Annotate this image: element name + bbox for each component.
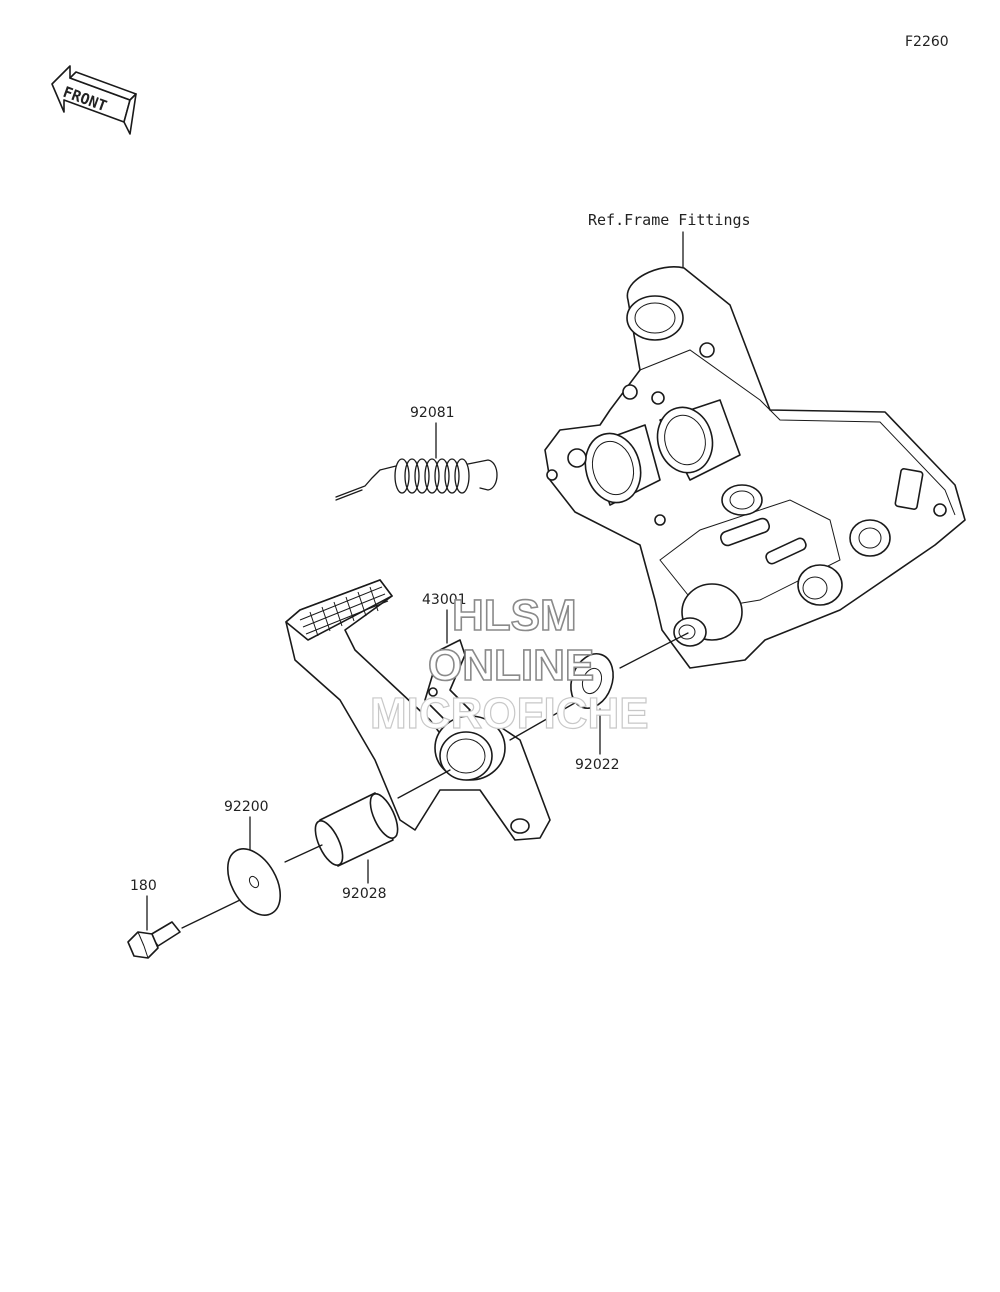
part-label-92200: 92200 [224, 799, 269, 815]
flange-bolt [127, 921, 181, 959]
part-label-92028: 92028 [342, 886, 387, 902]
part-label-180: 180 [130, 878, 157, 894]
front-arrow-icon: FRONT [51, 65, 137, 135]
axis-line-washer [284, 844, 323, 863]
frame-fitting-bracket [544, 266, 966, 669]
watermark-line2: ONLINE [428, 641, 594, 690]
part-label-43001: 43001 [422, 592, 467, 608]
axis-line-bolt [181, 899, 241, 929]
washer-92200 [226, 848, 282, 916]
return-spring [335, 458, 498, 501]
axis-line-upper [619, 632, 689, 669]
part-label-92022: 92022 [575, 757, 620, 773]
axis-line-mid [509, 699, 581, 741]
watermark-line3: MICROFICHE [370, 689, 649, 738]
collar-92028 [314, 792, 399, 867]
axis-line-collar [397, 769, 451, 799]
figure-code: F2260 [905, 34, 949, 50]
watermark-line1: HLSM [452, 591, 577, 640]
brake-pedal [285, 579, 551, 841]
part-label-92081: 92081 [410, 405, 455, 421]
ref-frame-label: Ref.Frame Fittings [588, 211, 751, 229]
watermark: HLSM ONLINE MICROFICHE [369, 590, 649, 738]
washer-92022 [570, 653, 614, 709]
